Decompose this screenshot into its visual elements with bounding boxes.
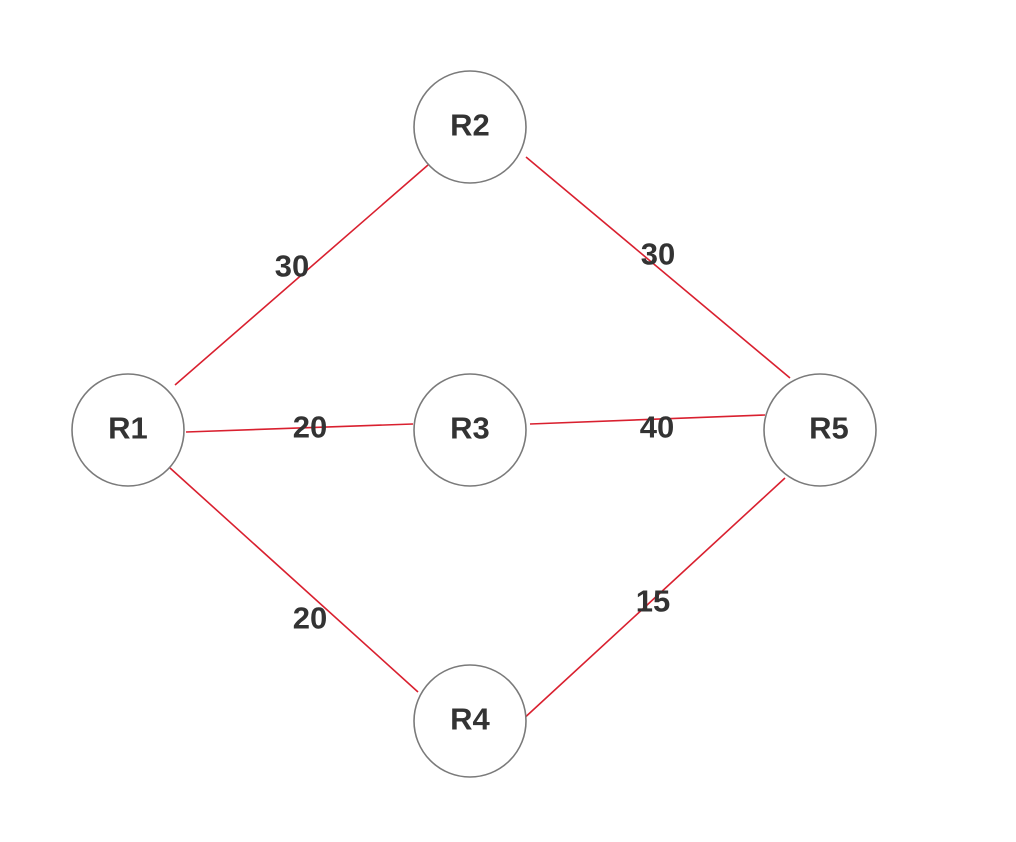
- edge-r3-r5: [529, 414, 766, 425]
- node-label-r2: R2: [450, 108, 490, 143]
- edge-r1-r2: [174, 164, 429, 386]
- node-circle-r5: [763, 373, 877, 487]
- node-circle-r1: [71, 373, 185, 487]
- node-circle-r2: [413, 70, 527, 184]
- edge-r4-r5: [519, 477, 786, 723]
- edge-r2-r5: [525, 156, 791, 379]
- edge-r1-r4: [169, 467, 419, 693]
- node-label-r3: R3: [450, 411, 490, 446]
- node-circle-r4: [413, 664, 527, 778]
- edge-weight-r1-r4: 20: [293, 601, 327, 636]
- node-r5: R5: [763, 373, 877, 487]
- edge-weight-r1-r3: 20: [293, 410, 327, 445]
- edge-weight-r4-r5: 15: [636, 584, 670, 619]
- edges-layer: [169, 156, 791, 723]
- edge-weights-layer: 30 30 20 40 20 15: [275, 237, 675, 636]
- node-r4: R4: [413, 664, 527, 778]
- edge-weight-r2-r5: 30: [641, 237, 675, 272]
- node-r1: R1: [71, 373, 185, 487]
- node-label-r4: R4: [450, 702, 490, 737]
- node-circle-r3: [413, 373, 527, 487]
- edge-r1-r3: [185, 423, 414, 433]
- edge-weight-r1-r2: 30: [275, 249, 309, 284]
- node-label-r5: R5: [809, 411, 849, 446]
- node-r2: R2: [413, 70, 527, 184]
- node-label-r1: R1: [108, 411, 148, 446]
- edge-weight-r3-r5: 40: [640, 410, 674, 445]
- node-r3: R3: [413, 373, 527, 487]
